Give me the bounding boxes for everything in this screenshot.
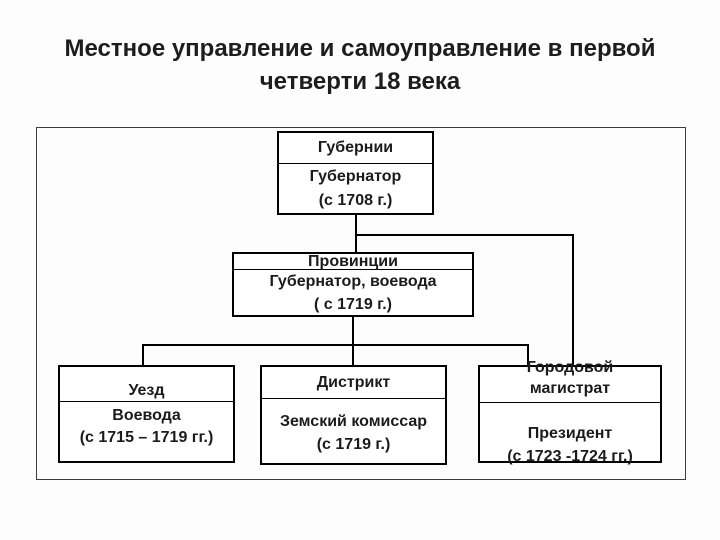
node-provincii: Провинции Губернатор, воевода ( с 1719 г… <box>232 252 474 317</box>
page-title-line-1: Местное управление и самоуправление в пе… <box>64 35 656 62</box>
node-uezd-body: Воевода (с 1715 – 1719 гг.) <box>60 402 233 449</box>
node-gubernii-name: Губернии <box>317 139 394 156</box>
node-gubernii-body: Губернатор (с 1708 г.) <box>279 164 432 214</box>
edge-rail-uezd <box>142 344 144 365</box>
node-provincii-body: Губернатор, воевода ( с 1719 г.) <box>234 270 472 316</box>
node-gubernii-detail-2: (с 1708 г.) <box>318 192 393 209</box>
node-distrikt-name: Дистрикт <box>316 373 391 391</box>
edge-rail-distrikt <box>352 344 354 365</box>
node-uezd: Уезд Воевода (с 1715 – 1719 гг.) <box>58 365 235 463</box>
node-gorodovoy-magistrat-detail-1: Президент <box>527 425 613 442</box>
node-distrikt-header: Дистрикт <box>262 367 445 399</box>
node-distrikt-body: Земский комиссар (с 1719 г.) <box>262 399 445 456</box>
node-gorodovoy-magistrat-body: Президент (с 1723 -1724 гг.) <box>480 403 660 468</box>
edge-provincii-rail <box>142 344 529 346</box>
page-title-line-2: четверти 18 века <box>259 68 461 95</box>
node-gubernii-detail-1: Губернатор <box>309 168 402 185</box>
node-gorodovoy-magistrat-name: Городовой магистрат <box>527 357 614 399</box>
node-provincii-detail-1: Губернатор, воевода <box>269 273 437 290</box>
node-distrikt-detail-1: Земский комиссар <box>279 413 428 430</box>
diagram-frame <box>36 127 686 480</box>
node-gorodovoy-magistrat-name-line-2: магистрат <box>529 380 611 397</box>
node-distrikt: Дистрикт Земский комиссар (с 1719 г.) <box>260 365 447 465</box>
edge-gubernii-magistrat-vertical <box>572 234 574 365</box>
node-gorodovoy-magistrat-header: Городовой магистрат <box>480 359 660 403</box>
node-gubernii-header: Губернии <box>279 133 432 164</box>
edge-gubernii-magistrat-horizontal <box>355 234 574 236</box>
node-provincii-header: Провинции <box>234 254 472 270</box>
node-gubernii: Губернии Губернатор (с 1708 г.) <box>277 131 434 215</box>
edge-provincii-rail-stem <box>352 317 354 346</box>
edge-rail-magistrat <box>527 344 529 365</box>
node-distrikt-detail-2: (с 1719 г.) <box>316 436 391 453</box>
node-gorodovoy-magistrat: Городовой магистрат Президент (с 1723 -1… <box>478 359 662 465</box>
node-uezd-name: Уезд <box>128 382 165 399</box>
node-uezd-detail-2: (с 1715 – 1719 гг.) <box>79 429 214 446</box>
node-gorodovoy-magistrat-detail-2: (с 1723 -1724 гг.) <box>507 448 633 465</box>
node-provincii-detail-2: ( с 1719 г.) <box>314 296 392 313</box>
node-gorodovoy-magistrat-name-line-1: Городовой <box>526 359 614 376</box>
node-provincii-name: Провинции <box>308 253 398 270</box>
node-uezd-header: Уезд <box>60 367 233 402</box>
node-uezd-detail-1: Воевода <box>112 407 181 424</box>
page-title: Местное управление и самоуправление в пе… <box>0 32 720 98</box>
